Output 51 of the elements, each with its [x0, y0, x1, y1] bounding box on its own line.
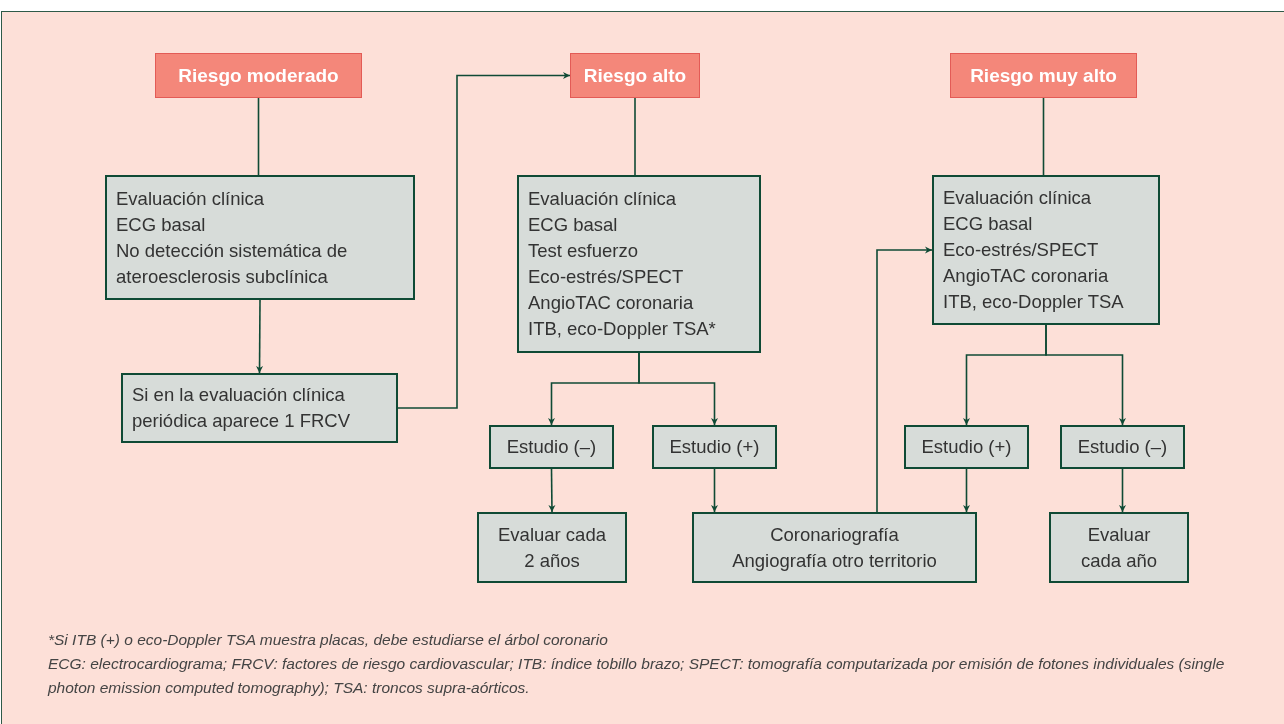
box-text: Angiografía otro territorio — [732, 548, 937, 573]
process-box — [932, 175, 1160, 325]
arrow — [638, 352, 718, 426]
box-text: ECG basal — [116, 212, 206, 237]
process-box — [489, 425, 614, 469]
footnote: ECG: electrocardiograma; FRCV: factores de riesgo cardiovascular; ITB: índice tobillo brazo; SPECT: tomografía computarizada por emisión de fotones individuales (single photon emission computed tomography); TSA: troncos supra-aórticos. — [48, 654, 1226, 698]
box-text: Eco-estrés/SPECT — [528, 265, 684, 289]
box-text: ITB, eco-Doppler TSA* — [528, 317, 716, 341]
box-text: Si en la evaluación clínica periódica aparece 1 FRCV — [132, 383, 351, 433]
arrow — [548, 468, 556, 513]
box-text: ECG basal — [528, 213, 618, 237]
header-text: Riesgo muy alto — [970, 64, 1117, 87]
arrow — [963, 468, 970, 513]
arrow — [256, 299, 264, 374]
risk-level-header — [155, 53, 362, 98]
process-box — [105, 175, 415, 300]
process-box — [1060, 425, 1185, 469]
arrow — [1119, 468, 1126, 513]
box-text: Evaluar cada 2 años — [497, 522, 607, 573]
process-box — [652, 425, 777, 469]
box-text: Evaluar cada año — [1079, 522, 1159, 573]
arrow — [876, 246, 933, 513]
box-text: Eco-estrés/SPECT — [943, 238, 1099, 262]
process-box — [477, 512, 627, 583]
arrow — [397, 72, 571, 409]
arrow — [1045, 324, 1126, 426]
process-box — [1049, 512, 1189, 583]
process-box — [692, 512, 977, 583]
box-text: Evaluación clínica — [116, 186, 265, 211]
box-text: Estudio (–) — [1077, 435, 1168, 459]
box-text: Estudio (+) — [921, 435, 1012, 459]
box-text: Estudio (–) — [506, 435, 597, 459]
box-text: AngioTAC coronaria — [943, 264, 1109, 288]
process-box — [517, 175, 761, 353]
header-text: Riesgo alto — [583, 64, 687, 87]
box-text: Evaluación clínica — [943, 186, 1092, 210]
risk-level-header — [570, 53, 700, 98]
risk-level-header — [950, 53, 1137, 98]
box-text: ECG basal — [943, 212, 1033, 236]
process-box — [904, 425, 1029, 469]
box-text: Estudio (+) — [669, 435, 760, 459]
footnote: *Si ITB (+) o eco-Doppler TSA muestra placas, debe estudiarse el árbol coronario — [48, 630, 608, 650]
box-text: ITB, eco-Doppler TSA — [943, 290, 1124, 314]
box-text: AngioTAC coronaria — [528, 291, 694, 315]
box-text: Evaluación clínica — [528, 187, 677, 211]
box-text: Test esfuerzo — [528, 239, 639, 263]
process-box — [121, 373, 398, 443]
arrow — [711, 468, 718, 513]
box-text: Coronariografía — [770, 522, 899, 547]
header-text: Riesgo moderado — [178, 64, 339, 87]
box-text: No detección sistemática de ateroesclerosis subclínica — [116, 238, 349, 289]
